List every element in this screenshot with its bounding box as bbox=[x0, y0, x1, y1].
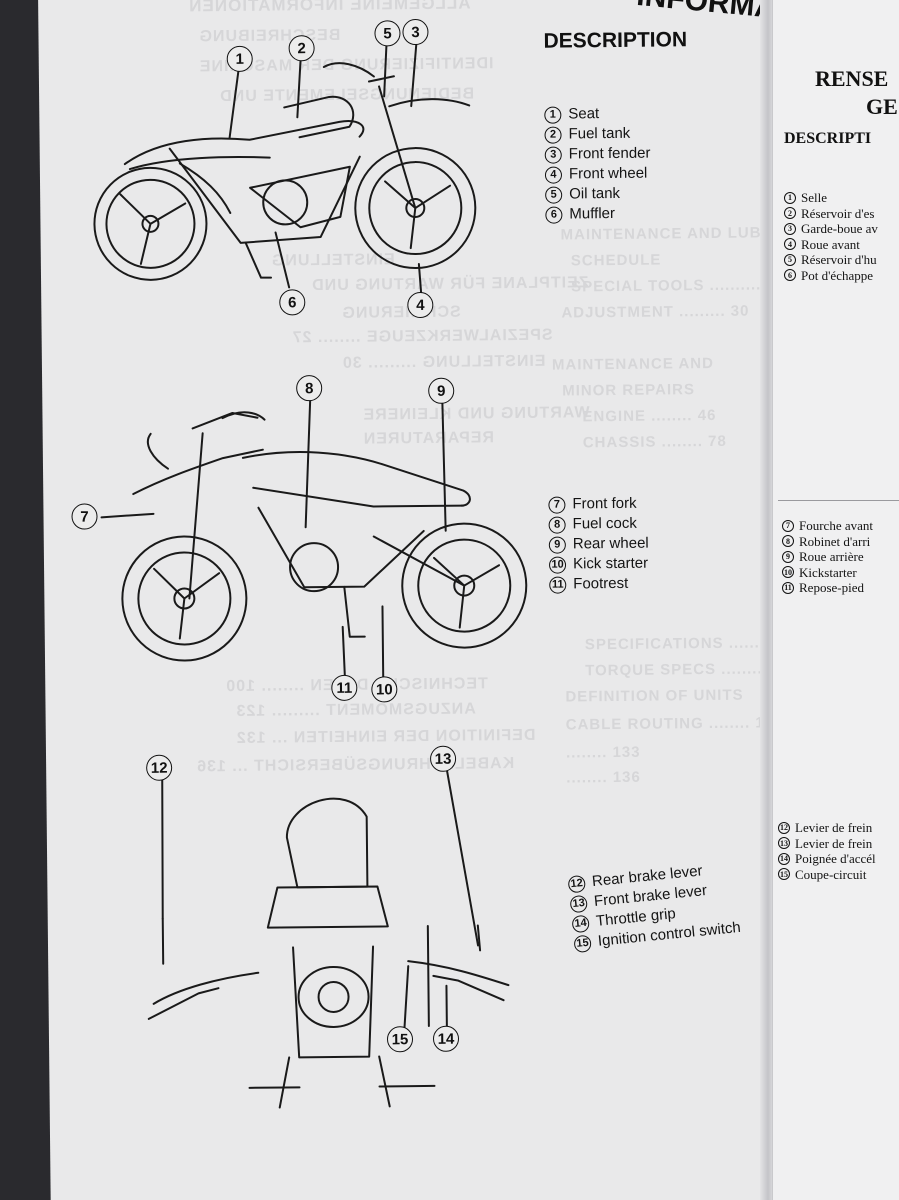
callout-3: 3 bbox=[402, 18, 429, 46]
callout-11: 11 bbox=[331, 674, 358, 701]
item-number: 11 bbox=[782, 581, 794, 594]
item-number: 15 bbox=[778, 868, 790, 881]
fr-legend-item: 15 Coupe-circuit bbox=[778, 867, 876, 883]
item-label: Coupe-circuit bbox=[795, 866, 867, 882]
item-number: 8 bbox=[782, 535, 794, 548]
fr-description-heading: DESCRIPTI bbox=[784, 130, 872, 147]
item-number: 5 bbox=[784, 253, 796, 266]
fr-legend-item: 4 Roue avant bbox=[784, 237, 878, 253]
fr-legend-item: 11 Repose-pied bbox=[782, 580, 873, 596]
callout-9: 9 bbox=[428, 377, 455, 404]
callout-6: 6 bbox=[279, 289, 306, 316]
item-number: 10 bbox=[782, 566, 794, 579]
bike-top-view bbox=[147, 797, 510, 1109]
item-label: Roue arrière bbox=[799, 549, 864, 564]
item-label: Réservoir d'hu bbox=[801, 252, 877, 267]
item-number: 9 bbox=[782, 550, 794, 563]
item-label: Pot d'échappe bbox=[801, 267, 874, 283]
fr-legend-item: 12 Levier de frein bbox=[778, 820, 876, 836]
bike-left-view bbox=[93, 62, 477, 281]
callout-13: 13 bbox=[429, 745, 457, 772]
illustrations bbox=[93, 40, 528, 1109]
callout-4: 4 bbox=[407, 291, 434, 319]
item-label: Repose-pied bbox=[799, 580, 864, 595]
item-number: 14 bbox=[778, 852, 790, 865]
callout-8: 8 bbox=[296, 375, 323, 402]
fr-legend-item: 7 Fourche avant bbox=[782, 518, 873, 534]
divider-rule bbox=[778, 500, 899, 501]
item-label: Levier de frein bbox=[795, 820, 873, 835]
item-number: 1 bbox=[784, 191, 796, 204]
right-page bbox=[772, 0, 899, 1200]
item-label: Kickstarter bbox=[799, 564, 857, 580]
callout-14: 14 bbox=[432, 1025, 460, 1052]
fr-section-title-2: GE bbox=[866, 94, 898, 119]
item-number: 7 bbox=[782, 519, 794, 532]
callout-leaders bbox=[100, 40, 480, 1038]
fr-section-title-1: RENSE bbox=[815, 66, 889, 91]
fr-legend-item: 9 Roue arrière bbox=[782, 549, 873, 565]
callout-7: 7 bbox=[71, 503, 98, 530]
item-number: 3 bbox=[784, 222, 796, 235]
fr-legend-7-11: 7 Fourche avant 8 Robinet d'arri 9 Roue arr… bbox=[782, 518, 873, 596]
fr-legend-item: 5 Réservoir d'hu bbox=[784, 252, 878, 268]
item-number: 2 bbox=[784, 207, 796, 220]
item-label: Roue avant bbox=[801, 236, 860, 252]
fr-legend-item: 1 Selle bbox=[784, 190, 878, 206]
callout-12: 12 bbox=[146, 754, 173, 781]
fr-legend-item: 13 Levier de frein bbox=[778, 836, 876, 852]
fr-legend-item: 3 Garde-boue av bbox=[784, 221, 878, 237]
callout-15: 15 bbox=[386, 1026, 414, 1053]
callout-1: 1 bbox=[226, 45, 253, 73]
fr-legend-item: 8 Robinet d'arri bbox=[782, 534, 873, 550]
fr-legend-item: 14 Poignée d'accél bbox=[778, 851, 876, 867]
item-label: Levier de frein bbox=[795, 835, 873, 851]
left-page: ALLGEMEINE INFORMATIONEN BESCHREIBUNG ID… bbox=[38, 0, 847, 1200]
callout-2: 2 bbox=[288, 35, 315, 62]
item-label: Fourche avant bbox=[799, 518, 874, 533]
callout-5: 5 bbox=[374, 20, 401, 47]
fr-legend-item: 6 Pot d'échappe bbox=[784, 268, 878, 284]
item-label: Réservoir d'es bbox=[801, 205, 875, 221]
item-label: Selle bbox=[801, 190, 827, 205]
fr-legend-item: 2 Réservoir d'es bbox=[784, 206, 878, 222]
fr-legend-item: 10 Kickstarter bbox=[782, 565, 873, 581]
item-label: Robinet d'arri bbox=[799, 533, 871, 549]
item-label: Garde-boue av bbox=[801, 221, 878, 236]
item-label: Poignée d'accél bbox=[795, 851, 876, 866]
item-number: 12 bbox=[778, 821, 790, 834]
item-number: 13 bbox=[778, 837, 790, 850]
item-number: 6 bbox=[784, 269, 796, 282]
item-number: 4 bbox=[784, 238, 796, 251]
bike-right-view bbox=[121, 411, 528, 662]
callout-10: 10 bbox=[371, 676, 398, 703]
